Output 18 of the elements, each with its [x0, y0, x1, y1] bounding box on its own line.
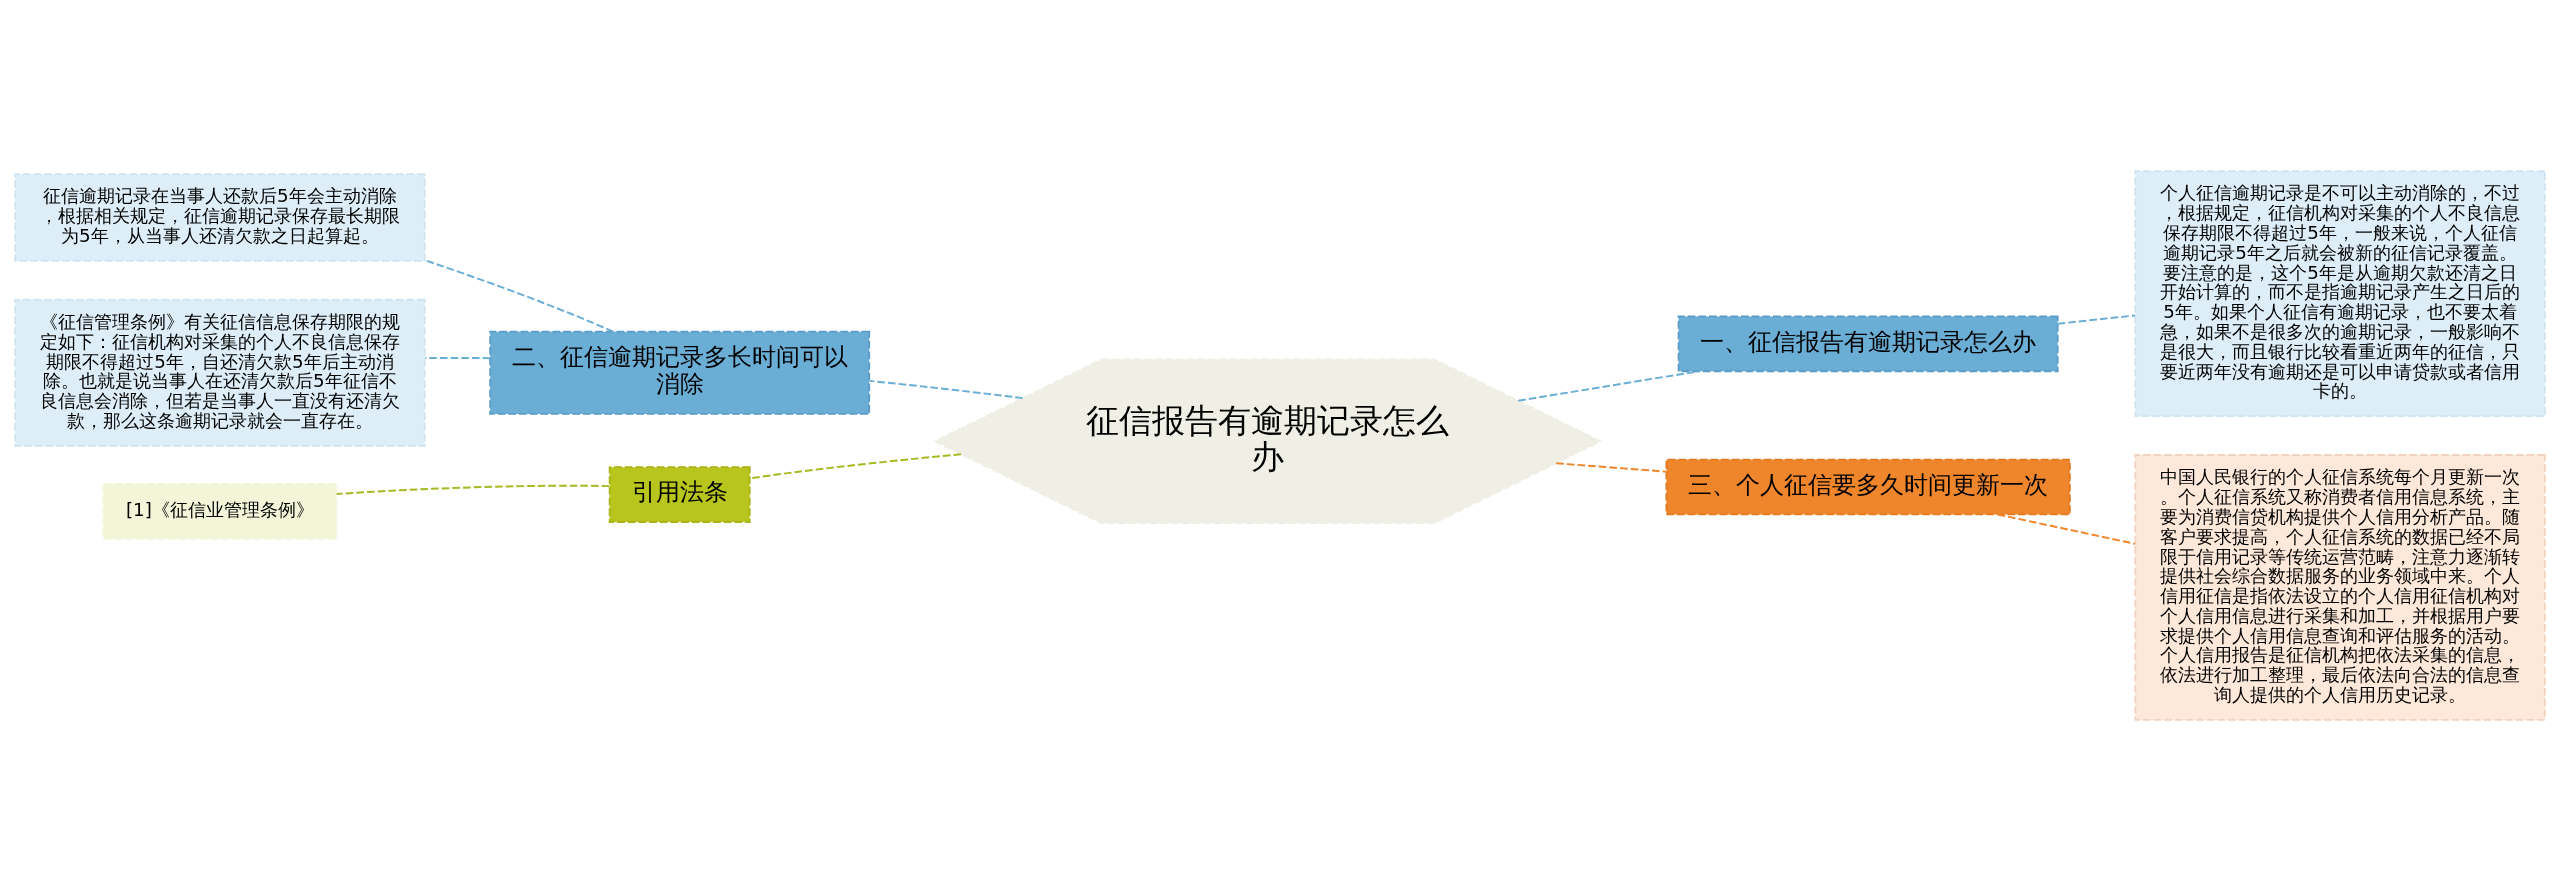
connector	[424, 259, 615, 333]
node-box: 个人征信逾期记录是不可以主动消除的，不过，根据规定，征信机构对采集的个人不良信息保存期限不得超过5年，一般来说，个人征信逾期记录5年之后就会被新的征信记录覆盖。要注意的是，这个5年是从逾期欠款还清之日开始计算的，而不是指逾期记录产生之日后的5年。如果个人征信有逾期记录，也不要太着急，如果不是很多次的逾期记录，一般影响不是很大，而且银行比较看重近两年的征信，只要近两年没有逾期还是可以申请贷款或者信用卡的。	[2134, 170, 2546, 418]
connector	[868, 379, 1024, 400]
node-box: 一、征信报告有逾期记录怎么办	[1677, 315, 2059, 373]
connector	[424, 356, 492, 360]
node-box: 二、征信逾期记录多长时间可以消除	[489, 330, 871, 415]
node-box: 三、个人征信要多久时间更新一次	[1665, 458, 2071, 516]
node-box: 引用法条	[608, 466, 751, 523]
connector	[2056, 314, 2137, 325]
connector	[1996, 513, 2137, 545]
connector	[335, 484, 611, 495]
node-box: 征信逾期记录在当事人还款后5年会主动消除，根据相关规定，征信逾期记录保存最长期限为5年，从当事人还清欠款之日起算起。	[14, 173, 426, 262]
connector	[1555, 462, 1668, 473]
connector	[749, 453, 963, 480]
node-box: 中国人民银行的个人征信系统每个月更新一次。个人征信系统又称消费者信用信息系统，主要为消费信贷机构提供个人信用分析产品。随客户要求提高，个人征信系统的数据已经不局限于信用记录等传统运营范畴，注意力逐渐转提供社会综合数据服务的业务领域中来。个人信用征信是指依法设立的个人信用征信机构对个人信用信息进行采集和加工，并根据用户要求提供个人信用信息查询和评估服务的活动。个人信用报告是征信机构把依法采集的信息，依法进行加工整理，最后依法向合法的信息查询人提供的个人信用历史记录。	[2134, 454, 2546, 721]
connector	[1517, 370, 1700, 402]
node-box: [1]《征信业管理条例》	[102, 483, 338, 540]
node-box: 《征信管理条例》有关征信信息保存期限的规定如下：征信机构对采集的个人不良信息保存期限不得超过5年，自还清欠款5年后主动消除。也就是说当事人在还清欠款后5年征信不良信息会消除，但若是当事人一直没有还清欠款，那么这条逾期记录就会一直存在。	[14, 298, 426, 447]
